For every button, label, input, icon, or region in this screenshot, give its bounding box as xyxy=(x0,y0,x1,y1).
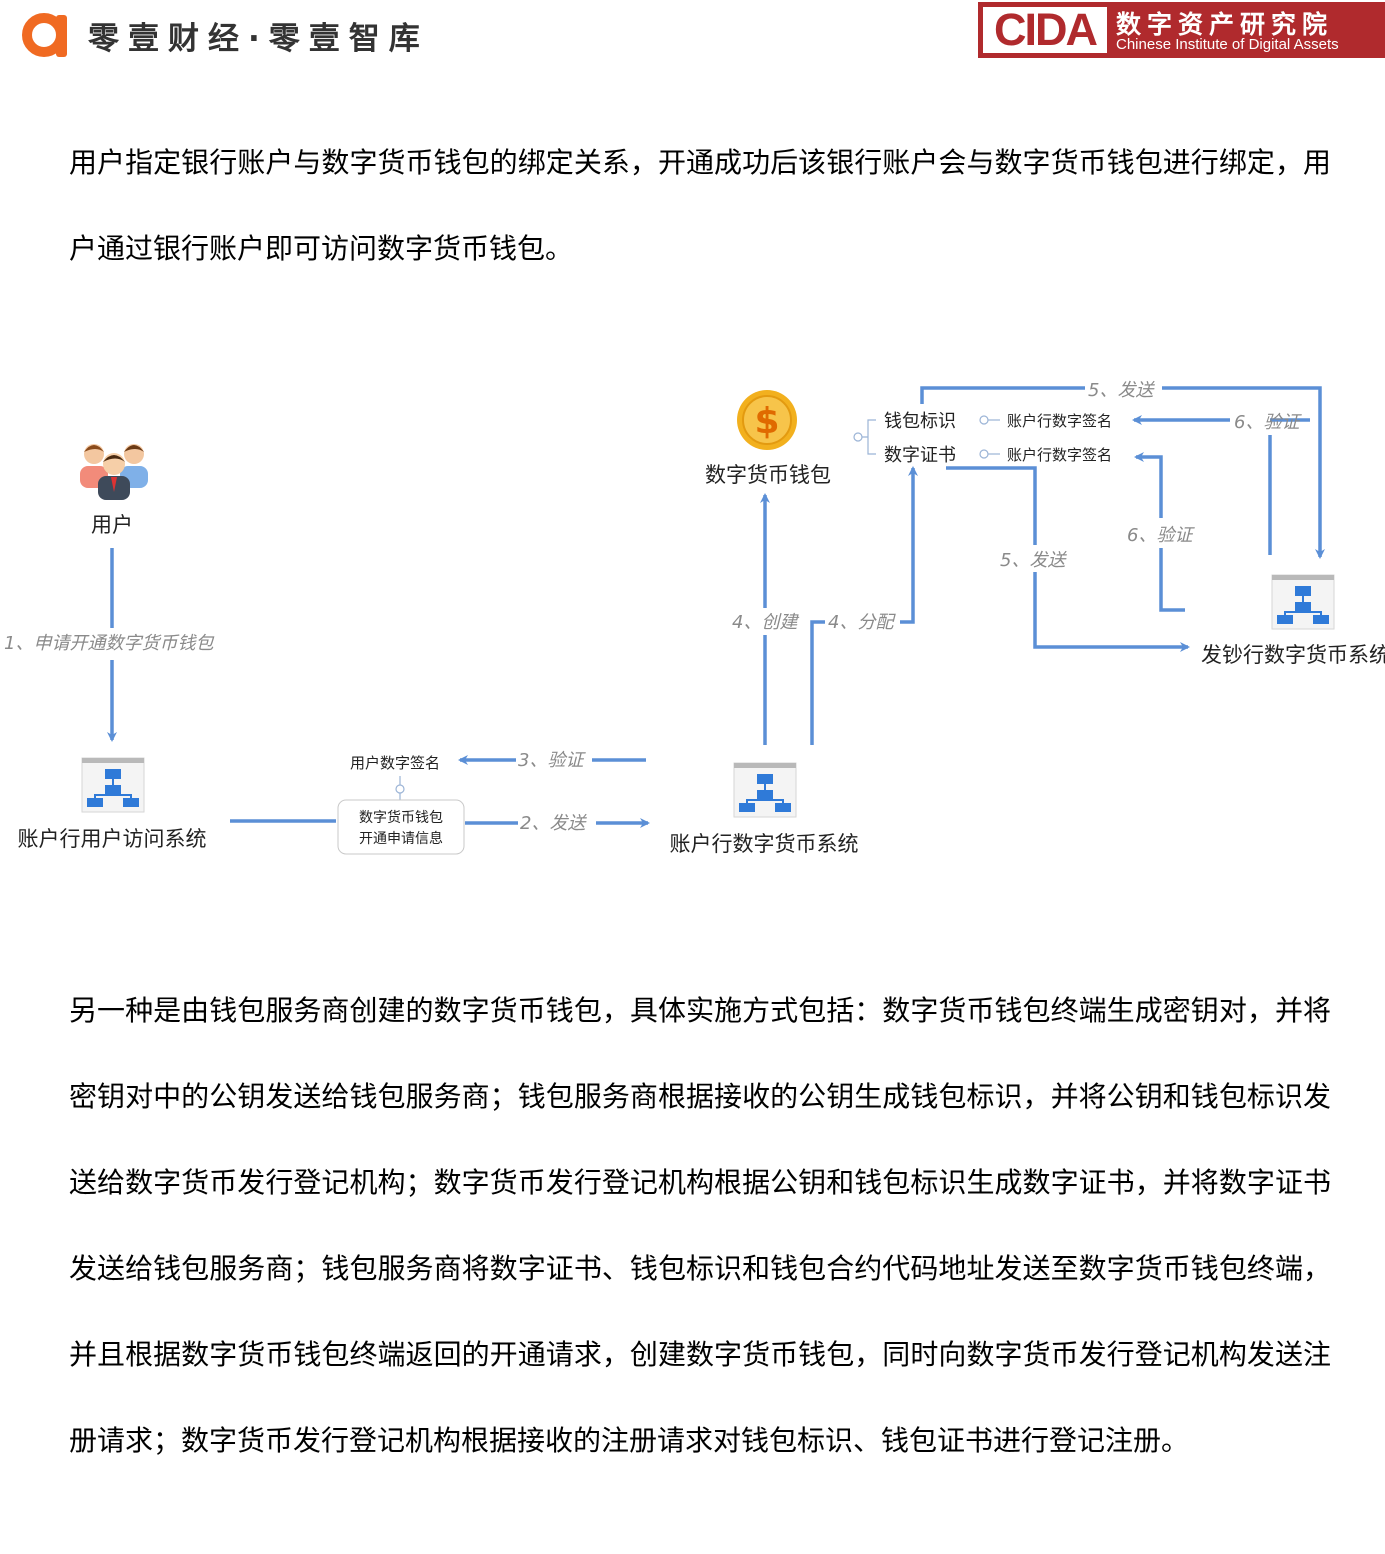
issuer-system-icon xyxy=(1271,574,1335,630)
node-wallet: 数字货币钱包 xyxy=(705,463,831,487)
node-apply-info-1: 数字货币钱包 xyxy=(359,809,443,826)
node-wallet-id: 钱包标识 xyxy=(884,411,956,432)
edge-step5-top: 5、发送 xyxy=(1088,380,1155,401)
svg-text:$: $ xyxy=(754,401,779,442)
users-icon xyxy=(80,444,148,500)
access-system-icon xyxy=(81,757,145,813)
coin-icon: $ xyxy=(737,390,797,450)
paragraph-1: 用户指定银行账户与数字货币钱包的绑定关系，开通成功后该银行账户会与数字货币钱包进… xyxy=(69,146,1331,265)
node-bank-system: 账户行数字货币系统 xyxy=(670,832,859,856)
edge-step3: 3、验证 xyxy=(518,750,586,771)
paragraph-2: 另一种是由钱包服务商创建的数字货币钱包，具体实施方式包括：数字货币钱包终端生成密… xyxy=(69,994,1331,1457)
edge-step6-top: 6、验证 xyxy=(1234,412,1302,433)
node-apply-info-2: 开通申请信息 xyxy=(359,830,443,847)
bank-system-icon xyxy=(733,762,797,818)
edge-step6-mid: 6、验证 xyxy=(1127,525,1195,546)
node-access-system: 账户行用户访问系统 xyxy=(18,827,207,851)
node-user-sig: 用户数字签名 xyxy=(350,754,440,772)
edge-step1: 1、申请开通数字货币钱包 xyxy=(4,633,214,654)
header-brand: 零壹财经·零壹智库 xyxy=(22,10,429,60)
cida-abbr: CIDA xyxy=(983,7,1107,53)
edge-step4-create: 4、创建 xyxy=(732,612,799,633)
cida-name-en: Chinese Institute of Digital Assets xyxy=(1116,36,1339,53)
node-user: 用户 xyxy=(91,513,133,537)
cida-logo: CIDA 数字资产研究院 Chinese Institute of Digita… xyxy=(978,2,1385,58)
cida-name-cn: 数字资产研究院 xyxy=(1116,10,1334,39)
node-bank-sig-1: 账户行数字签名 xyxy=(1007,412,1112,430)
edge-step5-mid: 5、发送 xyxy=(1000,550,1067,571)
node-digital-cert: 数字证书 xyxy=(884,445,956,466)
node-issuer-system: 发钞行数字货币系统 xyxy=(1201,643,1385,667)
flow-diagram: $ 用户 账户行用户访问系统 账户行数字货币系统 数字货币钱包 发钞行数字货币系… xyxy=(4,380,1385,856)
node-bank-sig-2: 账户行数字签名 xyxy=(1007,446,1112,464)
lingyi-logo-icon xyxy=(22,13,67,57)
brand-title: 零壹财经·零壹智库 xyxy=(88,20,429,57)
edge-step2: 2、发送 xyxy=(520,813,587,834)
edge-step4-assign: 4、分配 xyxy=(828,612,896,633)
